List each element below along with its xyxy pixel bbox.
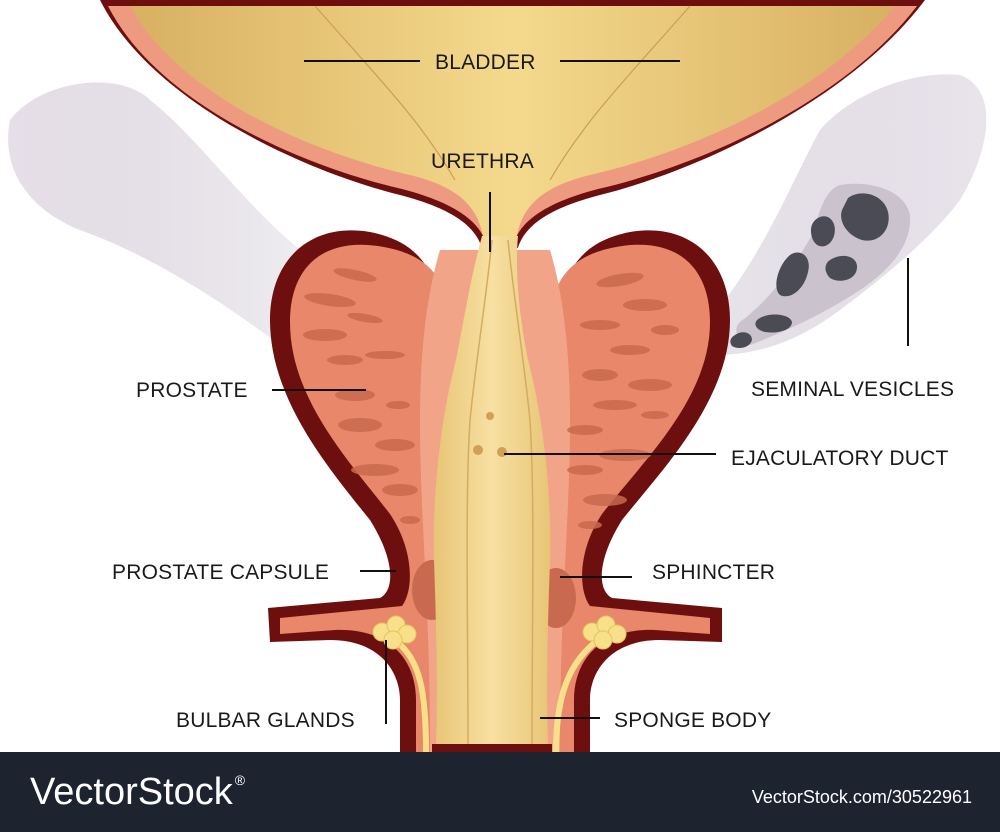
brand-name: VectorStock — [30, 771, 233, 813]
label-sponge-body: SPONGE BODY — [614, 709, 772, 732]
vesicle-lump — [841, 193, 889, 241]
label-bladder: BLADDER — [435, 51, 536, 74]
label-ejaculatory-duct: EJACULATORY DUCT — [731, 447, 949, 470]
label-seminal-vesicles: SEMINAL VESICLES — [751, 378, 955, 401]
bulbar-gland-right — [553, 615, 627, 752]
prostate-striations — [303, 268, 679, 529]
vesicle-lump — [755, 314, 792, 333]
bulbar-gland-left — [372, 615, 429, 752]
label-prostate-capsule: PROSTATE CAPSULE — [112, 561, 330, 584]
label-bulbar-glands: BULBAR GLANDS — [176, 709, 355, 732]
seminal-vesicle-right — [715, 74, 987, 355]
label-urethra: URETHRA — [431, 150, 534, 173]
vesicle-lump — [776, 252, 809, 297]
label-prostate: PROSTATE — [136, 379, 248, 402]
leader-lines — [272, 60, 909, 724]
image-credit: VectorStock.com/30522961 — [751, 787, 972, 807]
label-sphincter: SPHINCTER — [652, 561, 776, 584]
vesicle-lump — [730, 332, 752, 348]
seminal-vesicle-left — [8, 82, 300, 345]
urethra-channel — [433, 236, 551, 745]
registered-mark: ® — [234, 772, 246, 788]
vesicle-lump — [810, 216, 835, 247]
vesicle-lump — [825, 255, 858, 281]
vectorstock-logo: VectorStock® — [30, 773, 245, 811]
prostate-anatomy-diagram — [8, 0, 987, 752]
ejaculatory-duct-openings — [473, 412, 507, 457]
watermark-footer: VectorStock® VectorStock.com/30522961 — [0, 752, 1000, 832]
